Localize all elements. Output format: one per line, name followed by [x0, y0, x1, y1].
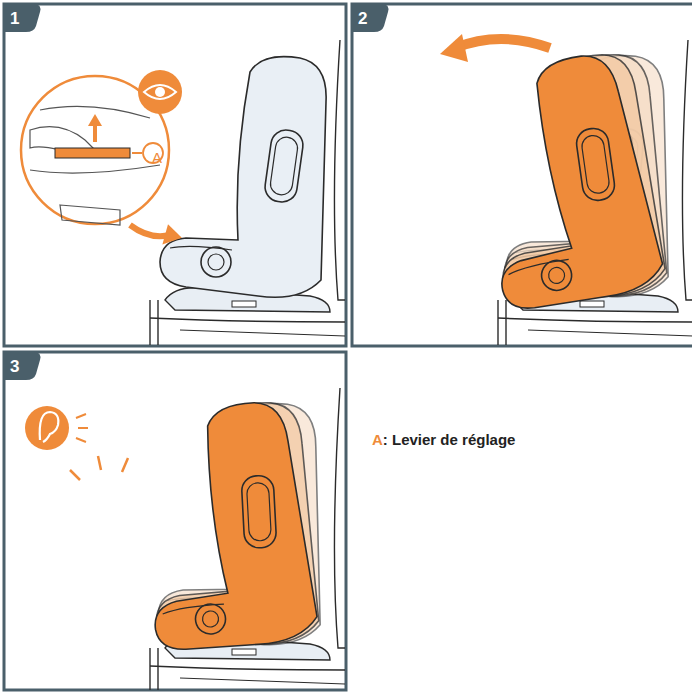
- legend-text: : Levier de réglage: [383, 432, 516, 447]
- callout-letter: A: [152, 150, 162, 165]
- panel-three-seat: [25, 388, 345, 693]
- panel-two-seat: [440, 34, 692, 345]
- panel-frames: [4, 4, 692, 690]
- panel-number: 3: [10, 358, 19, 375]
- panel-number: 2: [358, 10, 367, 27]
- panel-tabs: [4, 4, 388, 380]
- panel-number: 1: [10, 10, 19, 27]
- panel-one-seat: [21, 40, 345, 345]
- legend-letter: A: [372, 432, 383, 447]
